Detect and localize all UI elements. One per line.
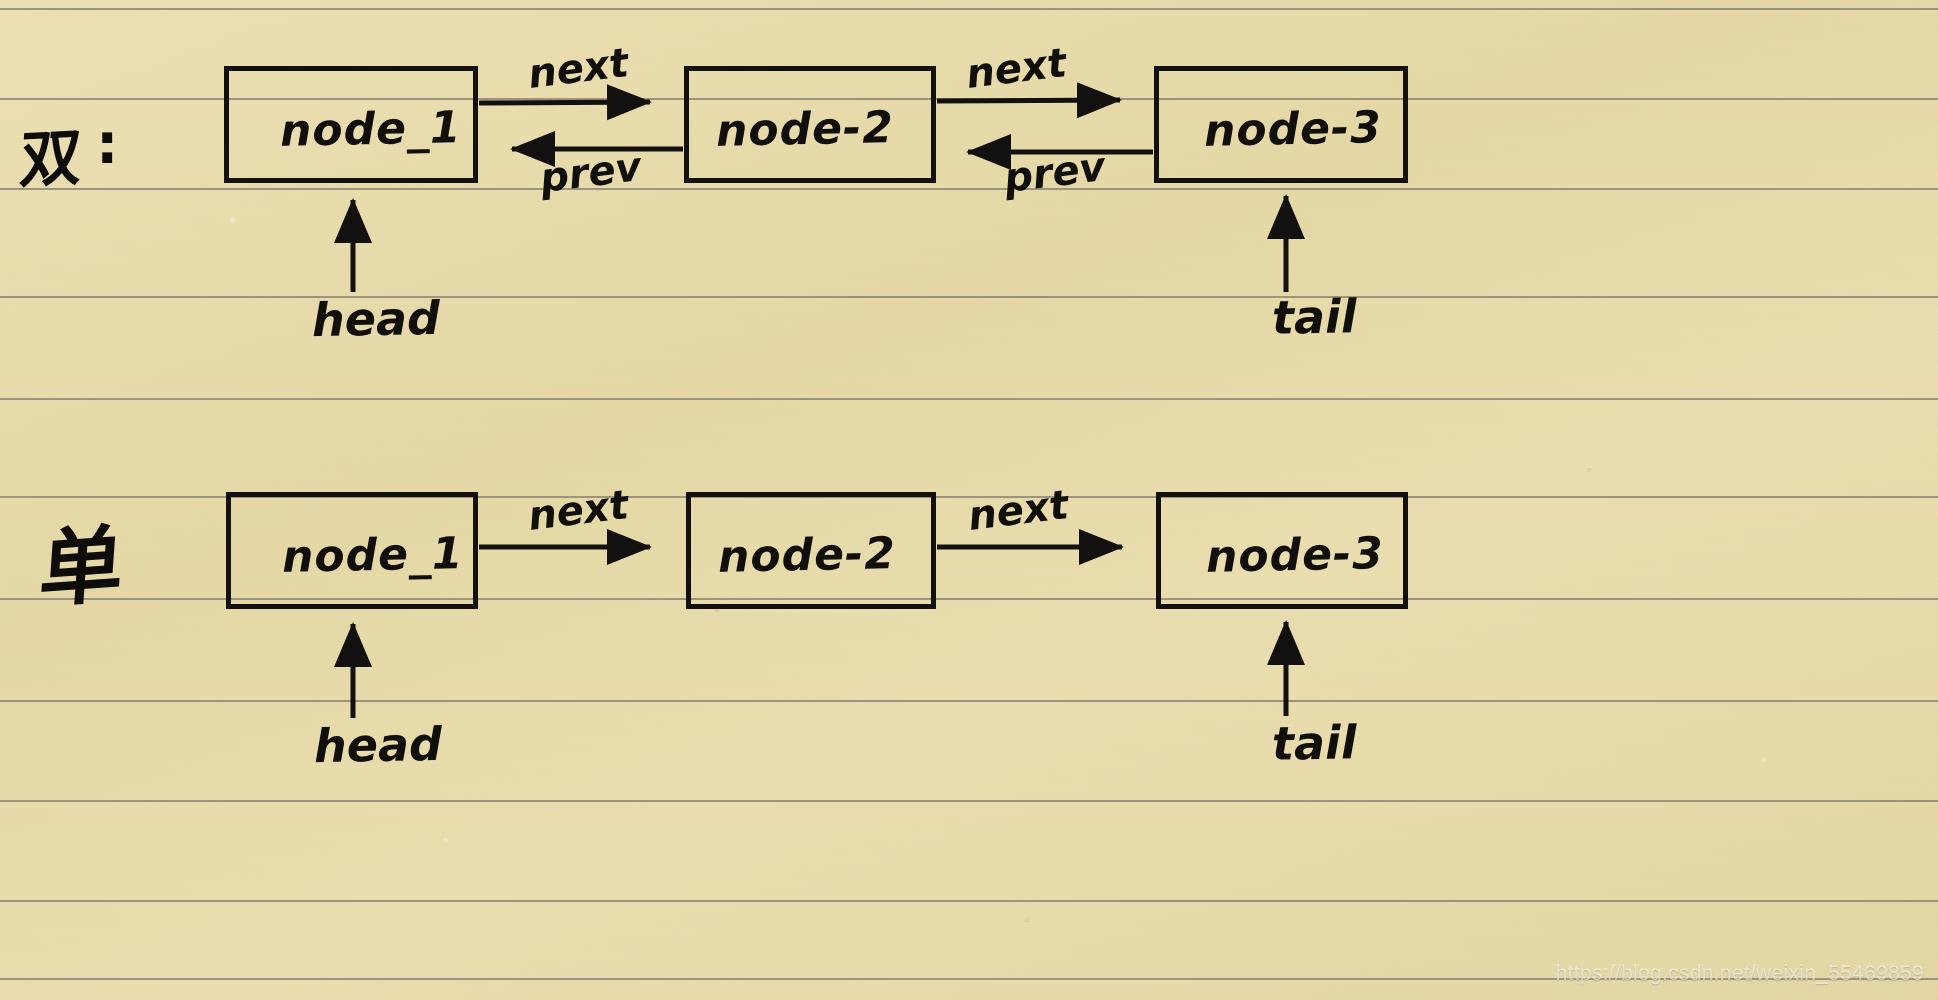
rule-line-4	[0, 296, 1938, 298]
rule-line-9	[0, 800, 1938, 802]
rule-line-8	[0, 700, 1938, 702]
diagram-1-arrow-next-1	[478, 84, 652, 121]
rule-line-10	[0, 900, 1938, 902]
diagram-1-side-label-colon: :	[96, 112, 119, 177]
rule-line-5	[0, 398, 1938, 400]
diagram-1-node-3-box[interactable]	[1154, 66, 1408, 183]
rule-line-3	[0, 188, 1938, 190]
rule-line-11	[0, 978, 1938, 980]
rule-line-1	[0, 8, 1938, 10]
diagram-2-node-3-box[interactable]	[1156, 492, 1408, 609]
rule-line-7	[0, 598, 1938, 600]
diagram-1-node-1-box[interactable]	[224, 66, 478, 183]
watermark-text: https://blog.csdn.net/weixin_55469859	[1555, 962, 1924, 985]
diagram-2-node-2-box[interactable]	[686, 492, 936, 609]
diagram-2-node-1-box[interactable]	[226, 492, 478, 609]
diagram-1-arrow-next-2	[936, 82, 1122, 119]
diagram-1-node-2-box[interactable]	[684, 66, 936, 183]
rule-line-6	[0, 496, 1938, 498]
